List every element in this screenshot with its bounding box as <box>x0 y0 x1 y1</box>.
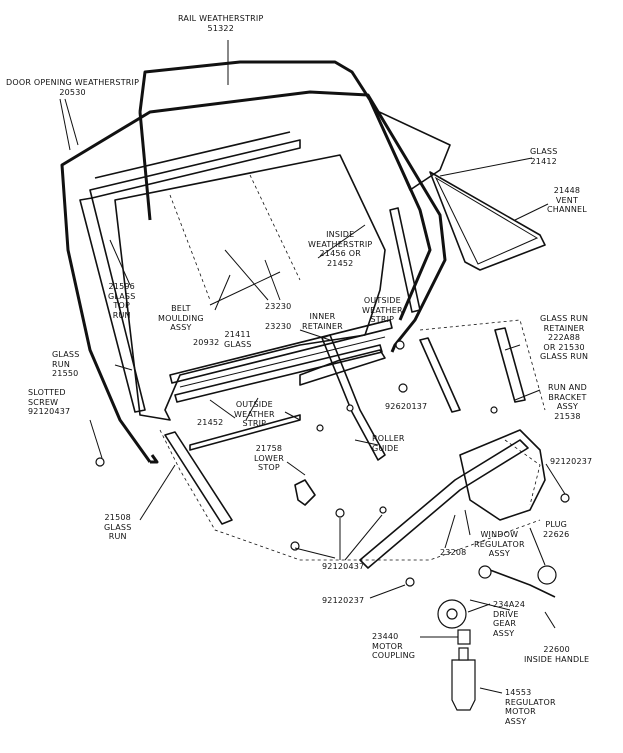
label-outside-weather-strip-top: OUTSIDE WEATHER STRIP <box>362 296 403 324</box>
door-opening-weatherstrip-shape <box>60 90 447 463</box>
label-92120437-bottom: 92120437 <box>322 562 365 571</box>
regulator-motor-shape <box>451 659 476 711</box>
label-glass: GLASS 21412 <box>530 147 558 166</box>
label-door-opening-weatherstrip: DOOR OPENING WEATHERSTRIP 20530 <box>6 78 140 97</box>
rail-weatherstrip-shape <box>138 60 432 321</box>
belt-moulding-shape <box>169 319 393 384</box>
sector-gear-shape <box>459 429 546 521</box>
screws <box>95 340 570 587</box>
label-glass-run-retainer: GLASS RUN RETAINER 222A88 OR 21530 GLASS… <box>540 314 589 361</box>
label-glass-21411: 21411 GLASS <box>224 330 252 349</box>
label-rail-weatherstrip: RAIL WEATHERSTRIP 51322 <box>178 14 264 33</box>
label-23208: 23208 <box>440 548 467 557</box>
regulator-arm-shape <box>359 439 529 569</box>
label-glass-top-run: 21596 GLASS TOP RUN <box>108 282 136 320</box>
plug-shape <box>537 565 557 585</box>
label-outside-weather-strip-bottom: OUTSIDE WEATHER STRIP <box>234 400 275 428</box>
glass-top-run-shape <box>89 139 301 199</box>
lower-glass-run-shape <box>164 431 233 525</box>
label-23230-a: 23230 <box>265 302 292 311</box>
label-glass-run-21550: GLASS RUN 21550 <box>52 350 80 378</box>
label-inner-retainer: INNER RETAINER <box>302 312 343 331</box>
vent-glass-shape <box>374 109 451 191</box>
label-92120237-right: 92120237 <box>550 457 593 466</box>
label-23230-b: 23230 <box>265 322 292 331</box>
label-belt-moulding: BELT MOULDING ASSY <box>158 304 204 332</box>
label-92620137: 92620137 <box>385 402 428 411</box>
glass-run-right-shape <box>389 207 421 313</box>
label-inside-weatherstrip: INSIDE WEATHERSTRIP 21456 OR 21452 <box>308 230 373 268</box>
label-window-regulator: WINDOW REGULATOR ASSY <box>474 530 525 558</box>
label-vent-channel: 21448 VENT CHANNEL <box>547 186 587 214</box>
label-drive-gear: 234A24 DRIVE GEAR ASSY <box>493 600 526 638</box>
vent-channel-shape <box>429 171 546 271</box>
label-inside-handle: 22600 INSIDE HANDLE <box>524 645 590 664</box>
glass-run-retainer-shape <box>494 327 526 403</box>
label-roller-guide: ROLLER GUIDE <box>372 434 405 453</box>
label-92120237-bottom: 92120237 <box>322 596 365 605</box>
label-run-and-bracket: RUN AND BRACKET ASSY 21538 <box>548 383 587 421</box>
label-regulator-motor: 14553 REGULATOR MOTOR ASSY <box>505 688 556 726</box>
label-glass-run-21508: 21508 GLASS RUN <box>104 513 132 541</box>
glass-run-left-shape <box>79 197 146 413</box>
label-21452: 21452 <box>197 418 224 427</box>
label-lower-stop: 21758 LOWER STOP <box>254 444 284 472</box>
glass-panel-shape <box>114 154 386 421</box>
label-slotted-screw: SLOTTED SCREW 92120437 <box>28 388 71 416</box>
label-20932: 20932 <box>193 338 220 347</box>
label-plug: PLUG 22626 <box>543 520 570 539</box>
label-motor-coupling: 23440 MOTOR COUPLING <box>372 632 416 660</box>
